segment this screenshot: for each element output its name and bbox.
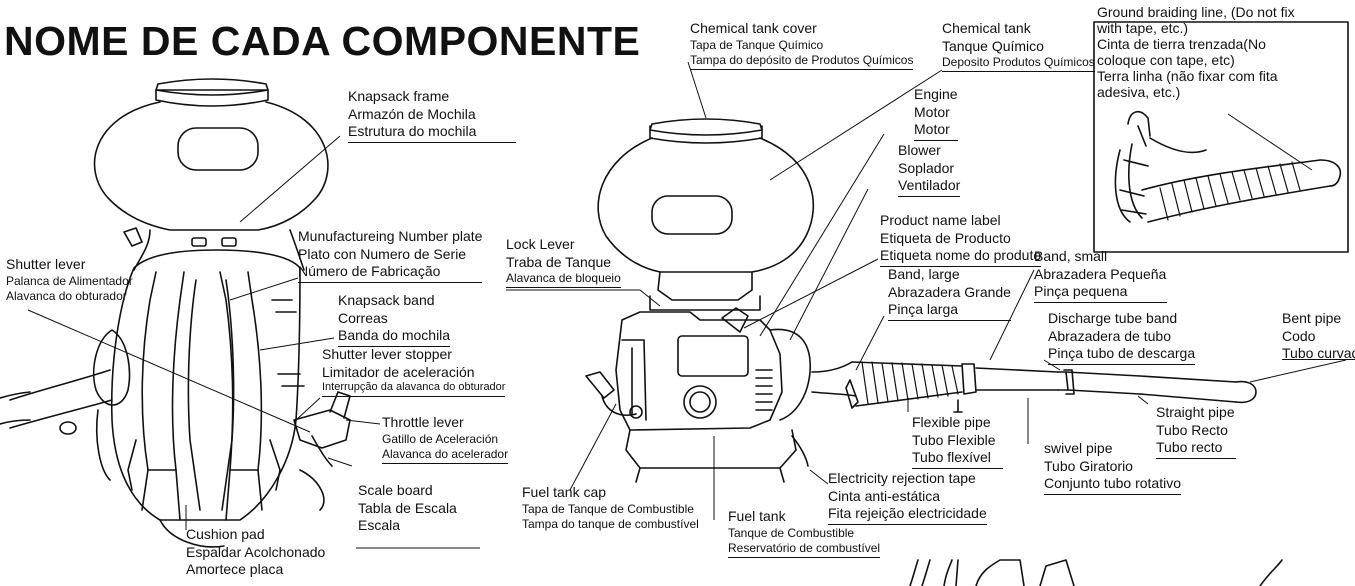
label-flexible-pipe: Flexible pipe Tubo Flexible Tubo flexíve… bbox=[912, 414, 1003, 469]
page-title: NOME DE CADA COMPONENTE bbox=[4, 18, 641, 64]
label-band-small: Band, small Abrazadera Pequeña Pinça peq… bbox=[1034, 248, 1168, 303]
label-scale-board: Scale board Tabla de Escala Escala bbox=[358, 482, 457, 533]
label-engine: Engine Motor Motor bbox=[914, 86, 958, 141]
label-electricity-rejection-tape: Electricity rejection tape Cinta anti-es… bbox=[828, 470, 987, 525]
ground-braiding-inset bbox=[1093, 21, 1349, 253]
label-bent-pipe: Bent pipe Codo Tubo curvado bbox=[1282, 310, 1355, 361]
label-manufacturing-plate: Munufactureing Number plate Plato con Nu… bbox=[298, 228, 483, 283]
label-ground-braiding: Ground braiding line, (Do not fix with t… bbox=[1097, 4, 1295, 101]
label-knapsack-band: Knapsack band Correas Banda do mochila bbox=[338, 292, 451, 347]
label-discharge-tube-band: Discharge tube band Abrazadera de tubo P… bbox=[1048, 310, 1196, 365]
label-shutter-lever: Shutter lever Palanca de Alimentador Ala… bbox=[6, 256, 133, 303]
label-shutter-lever-stopper: Shutter lever stopper Limitador de acele… bbox=[322, 346, 506, 397]
label-chemical-tank-cover: Chemical tank cover Tapa de Tanque Quími… bbox=[690, 20, 914, 70]
label-straight-pipe: Straight pipe Tubo Recto Tubo recto bbox=[1156, 404, 1237, 459]
label-throttle-lever: Throttle lever Gatillo de Aceleración Al… bbox=[382, 414, 509, 464]
label-band-large: Band, large Abrazadera Grande Pinça larg… bbox=[888, 266, 1011, 321]
label-chemical-tank: Chemical tank Tanque Químico Deposito Pr… bbox=[942, 20, 1095, 72]
label-lock-lever: Lock Lever Traba de Tanque Alavanca de b… bbox=[506, 236, 621, 288]
label-product-name: Product name label Etiqueta de Producto … bbox=[880, 212, 1042, 267]
label-fuel-tank-cap: Fuel tank cap Tapa de Tanque de Combusti… bbox=[522, 484, 699, 531]
label-swivel-pipe: swivel pipe Tubo Giratorio Conjunto tubo… bbox=[1044, 440, 1181, 495]
back-view-drawing bbox=[0, 78, 351, 548]
side-view-drawing bbox=[585, 118, 1257, 483]
label-blower: Blower Soplador Ventilador bbox=[898, 142, 961, 197]
label-knapsack-frame: Knapsack frame Armazón de Mochila Estrut… bbox=[348, 88, 517, 143]
label-fuel-tank: Fuel tank Tanque de Combustible Reservat… bbox=[728, 508, 881, 558]
label-cushion-pad: Cushion pad Espaldar Acolchonado Amortec… bbox=[186, 526, 326, 577]
bottom-partial-drawing bbox=[909, 559, 1283, 586]
